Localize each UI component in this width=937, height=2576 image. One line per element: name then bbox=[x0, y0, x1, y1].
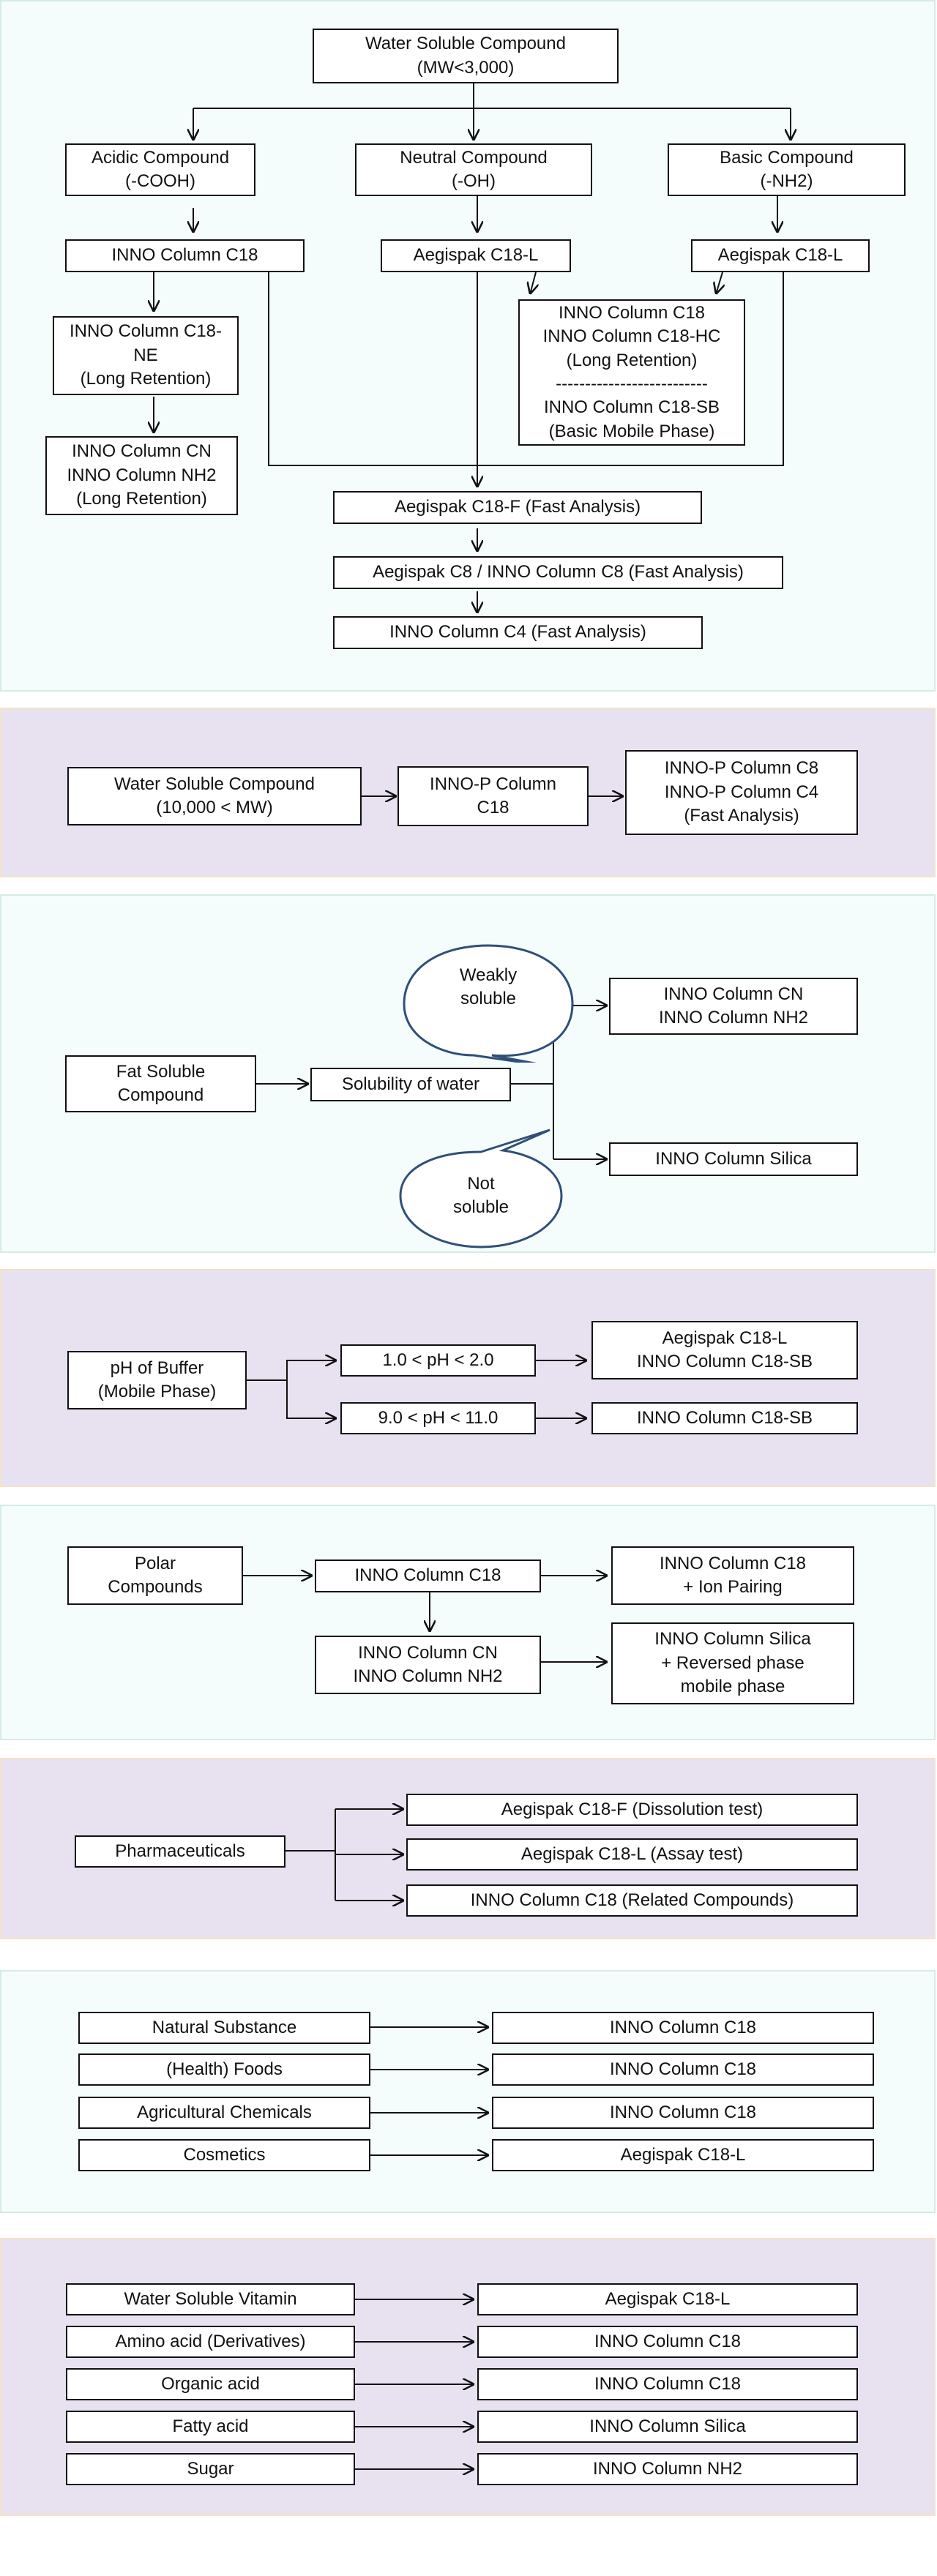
acidic-compound-box: Acidic Compound (-COOH) bbox=[65, 143, 255, 196]
basic-compound-box: Basic Compound (-NH2) bbox=[668, 143, 906, 196]
not-soluble-bubble bbox=[399, 1128, 563, 1248]
pharma-c18l-box: Aegispak C18-L (Assay test) bbox=[406, 1838, 858, 1871]
amino-result-box: INNO Column C18 bbox=[477, 2326, 858, 2358]
panel4-connectors bbox=[247, 1270, 587, 1489]
inno-c18-hc-sb-box: INNO Column C18 INNO Column C18-HC (Long… bbox=[518, 299, 745, 446]
polar-inno-c18-box: INNO Column C18 bbox=[315, 1560, 541, 1592]
not-soluble-label: Not soluble bbox=[452, 1173, 509, 1217]
sugar-result-box: INNO Column NH2 bbox=[477, 2453, 858, 2485]
foods-result-box: INNO Column C18 bbox=[492, 2053, 874, 2086]
aegispak-c18f-box: Aegispak C18-F (Fast Analysis) bbox=[333, 491, 702, 524]
weakly-soluble-bubble bbox=[403, 944, 574, 1063]
panel-water-soluble-small: Water Soluble Compound (MW<3,000) Acidic… bbox=[0, 0, 936, 692]
polar-cn-nh2-box: INNO Column CN INNO Column NH2 bbox=[315, 1636, 541, 1694]
amino-acid-box: Amino acid (Derivatives) bbox=[66, 2326, 355, 2358]
panel-pharmaceuticals: Pharmaceuticals Aegispak C18-F (Dissolut… bbox=[0, 1758, 936, 1939]
water-soluble-root-box: Water Soluble Compound (MW<3,000) bbox=[313, 29, 619, 83]
panel-ph-buffer: pH of Buffer (Mobile Phase) 1.0 < pH < 2… bbox=[0, 1269, 936, 1487]
panel5-connectors bbox=[243, 1506, 608, 1742]
natural-substance-box: Natural Substance bbox=[78, 2012, 370, 2044]
weakly-soluble-label: Weakly soluble bbox=[459, 965, 518, 1008]
inno-cn-nh2-result-box: INNO Column CN INNO Column NH2 bbox=[609, 978, 858, 1035]
agricultural-chemicals-box: Agricultural Chemicals bbox=[78, 2097, 370, 2129]
cosmetics-box: Cosmetics bbox=[78, 2139, 370, 2171]
aegispak-c18l-box-b: Aegispak C18-L bbox=[691, 239, 870, 272]
silica-reversed-box: INNO Column Silica + Reversed phase mobi… bbox=[611, 1622, 854, 1704]
panel2-connectors bbox=[362, 709, 624, 879]
pharmaceuticals-box: Pharmaceuticals bbox=[75, 1835, 285, 1868]
panel1-connectors bbox=[1, 83, 937, 613]
ph-high-box: 9.0 < pH < 11.0 bbox=[340, 1402, 536, 1434]
organic-result-box: INNO Column C18 bbox=[477, 2368, 858, 2400]
ph-low-result-box: Aegispak C18-L INNO Column C18-SB bbox=[591, 1321, 858, 1379]
water-vitamin-box: Water Soluble Vitamin bbox=[66, 2283, 355, 2315]
ph-buffer-box: pH of Buffer (Mobile Phase) bbox=[67, 1351, 247, 1409]
panel7-connectors bbox=[370, 1972, 489, 2214]
vitamin-result-box: Aegispak C18-L bbox=[477, 2283, 858, 2315]
fatty-acid-box: Fatty acid bbox=[66, 2411, 355, 2443]
inno-p-c8-c4-box: INNO-P Column C8 INNO-P Column C4 (Fast … bbox=[625, 750, 858, 835]
ph-low-box: 1.0 < pH < 2.0 bbox=[340, 1344, 536, 1377]
panel-natural-foods: Natural Substance (Health) Foods Agricul… bbox=[0, 1970, 936, 2213]
ph-high-result-box: INNO Column C18-SB bbox=[591, 1402, 858, 1434]
water-soluble-large-box: Water Soluble Compound (10,000 < MW) bbox=[67, 767, 362, 825]
fatty-result-box: INNO Column Silica bbox=[477, 2411, 858, 2443]
inno-c4-box: INNO Column C4 (Fast Analysis) bbox=[333, 616, 703, 649]
panel-vitamins-acids: Water Soluble Vitamin Amino acid (Deriva… bbox=[0, 2238, 936, 2516]
panel-polar-compounds: Polar Compounds INNO Column C18 INNO Col… bbox=[0, 1505, 936, 1740]
organic-acid-box: Organic acid bbox=[66, 2368, 355, 2400]
fat-soluble-box: Fat Soluble Compound bbox=[65, 1055, 256, 1112]
cosmetics-result-box: Aegispak C18-L bbox=[492, 2139, 874, 2171]
pharma-c18f-box: Aegispak C18-F (Dissolution test) bbox=[406, 1794, 858, 1826]
agricultural-result-box: INNO Column C18 bbox=[492, 2097, 874, 2129]
aegispak-c8-box: Aegispak C8 / INNO Column C8 (Fast Analy… bbox=[333, 556, 783, 589]
ion-pairing-box: INNO Column C18 + Ion Pairing bbox=[611, 1546, 854, 1605]
natural-result-box: INNO Column C18 bbox=[492, 2012, 874, 2044]
solubility-of-water-box: Solubility of water bbox=[310, 1068, 511, 1101]
inno-cn-nh2-box: INNO Column CN INNO Column NH2 (Long Ret… bbox=[45, 436, 238, 515]
inno-c18-box: INNO Column C18 bbox=[65, 239, 305, 272]
neutral-compound-box: Neutral Compound (-OH) bbox=[355, 143, 592, 196]
panel-fat-soluble: Weakly soluble Not soluble Fat Soluble C… bbox=[0, 894, 936, 1253]
panel8-connectors bbox=[355, 2239, 474, 2517]
sugar-box: Sugar bbox=[66, 2453, 355, 2485]
inno-silica-result-box: INNO Column Silica bbox=[609, 1142, 858, 1176]
panel-water-soluble-large: Water Soluble Compound (10,000 < MW) INN… bbox=[0, 708, 936, 877]
inno-c18-ne-box: INNO Column C18- NE (Long Retention) bbox=[53, 316, 239, 395]
health-foods-box: (Health) Foods bbox=[78, 2053, 370, 2086]
panel6-connectors bbox=[285, 1759, 404, 1941]
inno-p-c18-box: INNO-P Column C18 bbox=[397, 766, 589, 826]
pharma-c18-related-box: INNO Column C18 (Related Compounds) bbox=[406, 1884, 858, 1917]
polar-compounds-box: Polar Compounds bbox=[67, 1546, 243, 1605]
aegispak-c18l-box-a: Aegispak C18-L bbox=[381, 239, 571, 272]
